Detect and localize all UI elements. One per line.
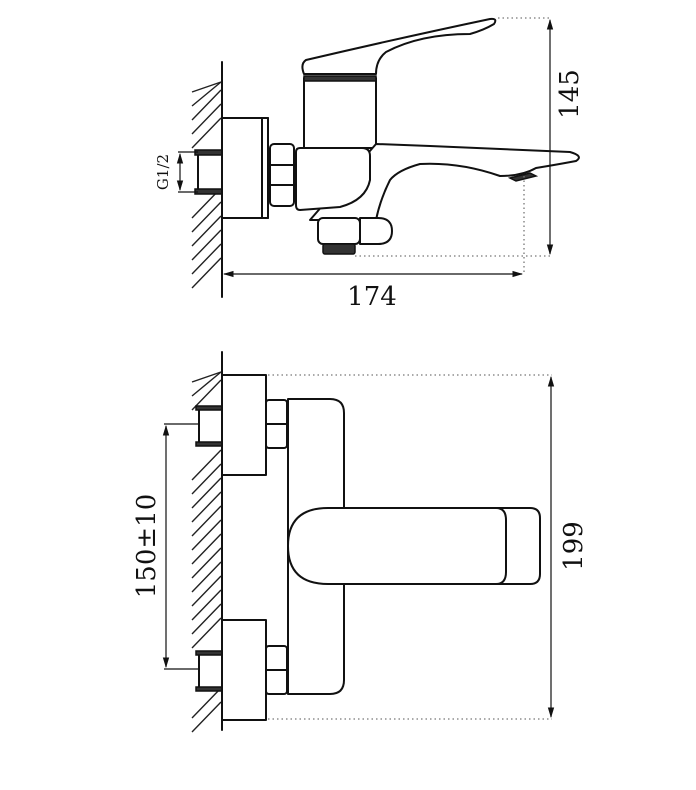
hatch-line (191, 229, 222, 261)
aerator (507, 172, 539, 182)
hatch-line (191, 103, 222, 135)
hatch-line (191, 243, 222, 275)
hatch-line (191, 257, 222, 289)
hatch-line (191, 371, 222, 397)
hatch-line (191, 379, 222, 411)
hatch-line (191, 617, 222, 649)
hatch-line (191, 371, 222, 383)
hatch-line (191, 519, 222, 551)
lower-flange (221, 619, 267, 721)
upper-connection (195, 374, 288, 476)
lever-handle (301, 17, 497, 75)
spacing-label: 150±10 (132, 494, 162, 599)
hatch-line (191, 477, 222, 509)
diverter-knob (317, 217, 393, 255)
hatch-line (191, 117, 222, 149)
hatch-line (191, 201, 222, 233)
diverter-thread (322, 243, 356, 255)
side-height-label: 145 (555, 69, 585, 119)
hatch-line (191, 687, 222, 719)
hatch-line (191, 449, 222, 481)
handle-ring (303, 75, 377, 82)
hatch-line (191, 701, 222, 733)
inlet-pipe: G1/2 (154, 149, 223, 195)
thread-size-label: G1/2 (154, 154, 172, 190)
hatch-line (191, 81, 222, 93)
lower-connection (195, 619, 288, 721)
hatch-line (191, 215, 222, 247)
hatch-line (191, 89, 222, 121)
hatch-line (191, 589, 222, 621)
front-view: 150±10 199 (132, 351, 589, 733)
mixer-block (295, 147, 371, 211)
hatch-line (191, 505, 222, 537)
hatch-line (191, 561, 222, 593)
hatch-line (191, 547, 222, 579)
side-view: G1/2 (154, 17, 585, 312)
faucet-body (295, 75, 580, 221)
spout (309, 143, 580, 221)
hatch-line (191, 463, 222, 495)
hatch-line (191, 491, 222, 523)
pipe-body (197, 151, 223, 193)
hatch-line (191, 575, 222, 607)
pipe-thread-bottom (194, 188, 223, 195)
hatch-line (191, 81, 222, 107)
side-length-label: 174 (347, 282, 397, 312)
pipe-thread-top (194, 149, 223, 156)
hatch-line (191, 533, 222, 565)
escutcheon-flange (221, 117, 269, 219)
front-height-label: 199 (559, 521, 589, 571)
lever-front (287, 507, 541, 585)
hatch-line (191, 603, 222, 635)
hex-nut (269, 143, 295, 207)
wall-hatching-bottom (191, 371, 222, 733)
cartridge-housing (303, 77, 377, 149)
upper-flange (221, 374, 267, 476)
